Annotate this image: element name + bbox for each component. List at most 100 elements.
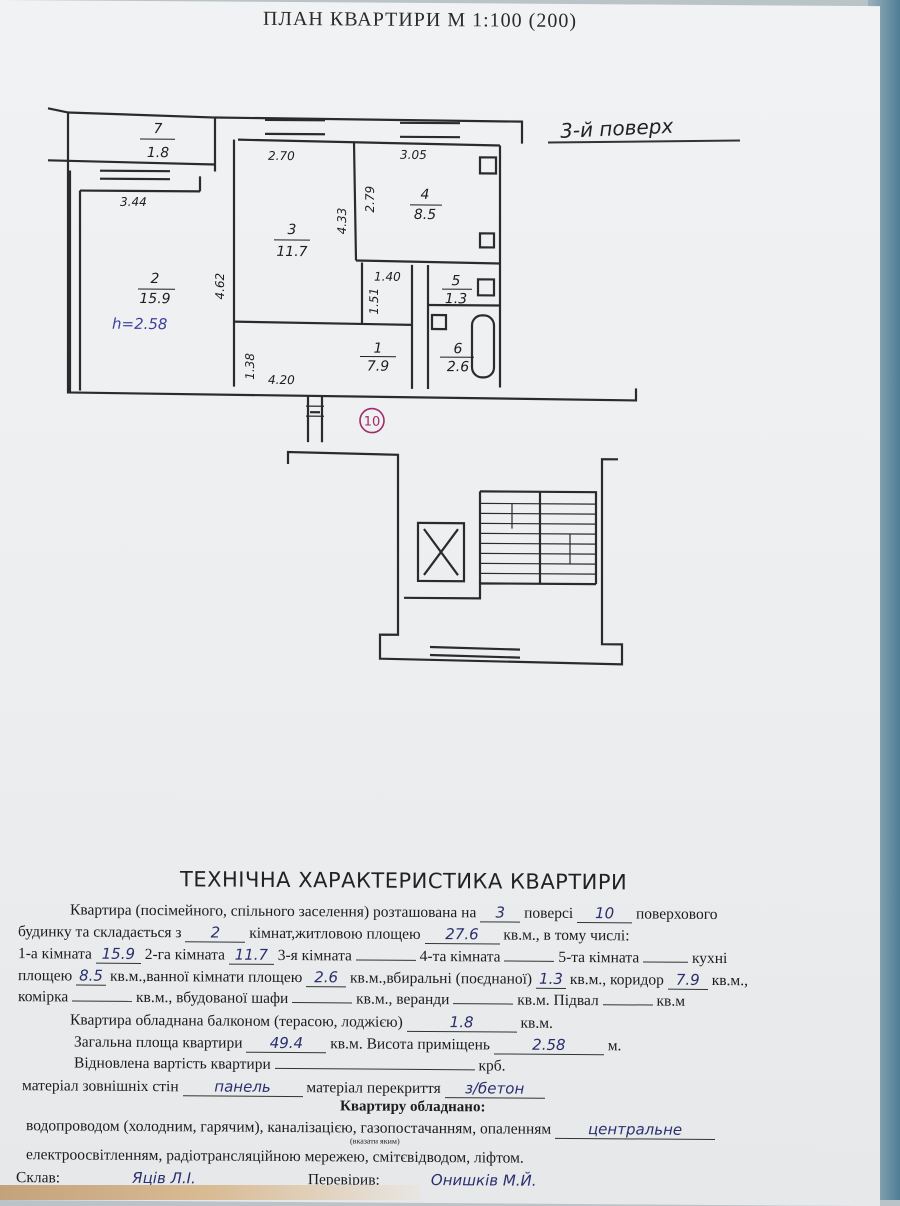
dim-1-51: 1.51 (367, 288, 381, 315)
blank-room3 (356, 959, 416, 960)
room-2-area: 15.9 (139, 291, 170, 307)
dim-3-05: 3.05 (400, 148, 427, 162)
tech-line-4: площею 8.5 кв.м.,ванної кімнати площею 2… (18, 966, 748, 990)
value-rooms-count: 2 (185, 923, 245, 942)
value-corridor: 7.9 (668, 971, 708, 990)
tech-line-8: Відновлена вартість квартири крб. (74, 1055, 506, 1076)
value-toilet: 1.3 (536, 970, 566, 989)
label-location: Квартира (посімейного, спільного заселен… (70, 901, 476, 921)
tech-line-10: Квартиру обладнано: (340, 1098, 485, 1116)
value-living-area: 27.6 (425, 925, 500, 945)
label-living-area: кімнат,житловою площею (249, 925, 420, 943)
room-5-area: 1.3 (445, 291, 467, 307)
label-basement: кв.м. Підвал (517, 992, 599, 1010)
dim-1-38: 1.38 (243, 353, 257, 380)
page-title: ПЛАН КВАРТИРИ М 1:100 (200) (0, 6, 840, 35)
label-area: площею (18, 967, 72, 984)
value-bathroom: 2.6 (306, 968, 346, 987)
label-veranda: кв.м., веранди (356, 990, 449, 1008)
tech-line-12: електроосвітленням, радіотрансляційною м… (26, 1146, 524, 1167)
blank-room5 (643, 961, 688, 962)
dim-4-33: 4.33 (335, 208, 349, 235)
room-7-area: 1.8 (147, 145, 169, 161)
dim-1-40: 1.40 (374, 270, 401, 284)
value-heating: центральне (555, 1120, 715, 1140)
bottom-foreground (0, 1185, 420, 1200)
blank-wardrobe (292, 1002, 352, 1003)
dim-4-62: 4.62 (213, 273, 227, 300)
value-total-area: 49.4 (246, 1034, 326, 1054)
label-kitchen: кухні (692, 950, 727, 967)
label-floor-material: матеріал перекриття (306, 1079, 440, 1097)
label-storey: поверхового (636, 905, 718, 923)
tech-line-7: Загальна площа квартири 49.4 кв.м. Висот… (74, 1033, 621, 1056)
label-room1: 1-а кімната (18, 945, 92, 963)
tech-line-1: Квартира (посімейного, спільного заселен… (70, 900, 717, 924)
label-room4: 4-та кімната (420, 948, 501, 966)
room-5-number: 5 (452, 273, 461, 289)
value-balcony: 1.8 (407, 1013, 517, 1033)
label-compiled: Склав: (16, 1169, 60, 1186)
label-corridor: кв.м., коридор (570, 971, 664, 989)
floor-plan: 7 1.8 2 15.9 3 11.7 4 8.5 5 1.3 6 2.6 1 … (0, 90, 880, 676)
label-krb: крб. (479, 1057, 506, 1074)
room-2-number: 2 (151, 271, 160, 287)
label-room5: 5-та кімната (558, 949, 639, 967)
label-walls: матеріал зовнішніх стін (22, 1077, 179, 1095)
tech-line-9: матеріал зовнішніх стін панель матеріал … (22, 1076, 545, 1099)
label-utilities: водопроводом (холодним, гарячим), каналі… (26, 1117, 551, 1138)
dim-4-20: 4.20 (268, 373, 295, 387)
room-4-area: 8.5 (414, 207, 436, 223)
label-room2: 2-га кімната (145, 946, 225, 964)
blank-value (275, 1068, 475, 1070)
room-1-number: 1 (374, 341, 383, 357)
label-m: м. (608, 1037, 622, 1054)
label-toilet: кв.м.,вбиральні (поєднаної) (350, 969, 532, 987)
dim-2-79: 2.79 (363, 186, 377, 213)
value-floor-material: з/бетон (445, 1079, 545, 1099)
label-total-area: Загальна площа квартири (74, 1034, 243, 1052)
tech-line-5: комірка кв.м., вбудованої шафи кв.м., ве… (18, 988, 685, 1011)
value-floor: 3 (480, 903, 520, 922)
tech-note-specify: (вказати яким) (350, 1136, 400, 1145)
label-closet: комірка (18, 988, 68, 1005)
value-total-floors: 10 (577, 904, 632, 923)
value-room2: 11.7 (229, 946, 274, 965)
value-room1: 15.9 (96, 945, 141, 964)
label-including: кв.м., в тому числі: (503, 927, 629, 945)
value-wall-material: панель (183, 1077, 303, 1097)
tech-line-6: Квартира обладнана балконом (терасою, ло… (70, 1010, 553, 1032)
blank-closet (72, 1001, 132, 1002)
tech-line-2: будинку та складається з 2 кімнат,житлов… (18, 922, 630, 945)
tech-line-3: 1-а кімната 15.9 2-га кімната 11.7 3-я к… (18, 944, 727, 968)
label-balcony: Квартира обладнана балконом (терасою, ло… (70, 1011, 403, 1030)
label-consists: будинку та складається з (18, 923, 182, 941)
room-6-area: 2.6 (447, 359, 469, 375)
label-wardrobe: кв.м., вбудованої шафи (136, 989, 288, 1007)
label-sqm: кв.м., (712, 972, 748, 989)
blank-basement (603, 1004, 653, 1005)
label-bathroom: кв.м.,ванної кімнати площею (110, 968, 302, 986)
room-3-area: 11.7 (276, 244, 307, 260)
blank-veranda (453, 1003, 513, 1004)
room-1-area: 7.9 (367, 359, 389, 375)
technical-characteristics: ТЕХНІЧНА ХАРАКТЕРИСТИКА КВАРТИРИ Квартир… (0, 860, 880, 866)
height-note: h=2.58 (112, 315, 167, 333)
label-sqm-2: кв.м (657, 993, 686, 1010)
room-7-number: 7 (154, 121, 163, 137)
tech-heading: ТЕХНІЧНА ХАРАКТЕРИСТИКА КВАРТИРИ (180, 867, 627, 894)
label-ceiling: кв.м. Висота приміщень (330, 1035, 490, 1053)
document-sheet: ПЛАН КВАРТИРИ М 1:100 (200) 3-й поверх (0, 0, 880, 1206)
blank-room4 (504, 961, 554, 962)
room-3-number: 3 (288, 222, 297, 238)
label-floor: поверсі (524, 905, 573, 922)
label-sqm-3: кв.м. (520, 1015, 552, 1032)
label-value: Відновлена вартість квартири (74, 1055, 271, 1073)
label-room3: 3-я кімната (278, 947, 352, 965)
dim-3-44: 3.44 (120, 195, 147, 209)
dim-2-70: 2.70 (268, 149, 295, 163)
room-4-number: 4 (421, 187, 430, 203)
room-6-number: 6 (454, 341, 463, 357)
value-kitchen: 8.5 (76, 967, 106, 986)
apartment-number: 10 (364, 415, 381, 430)
